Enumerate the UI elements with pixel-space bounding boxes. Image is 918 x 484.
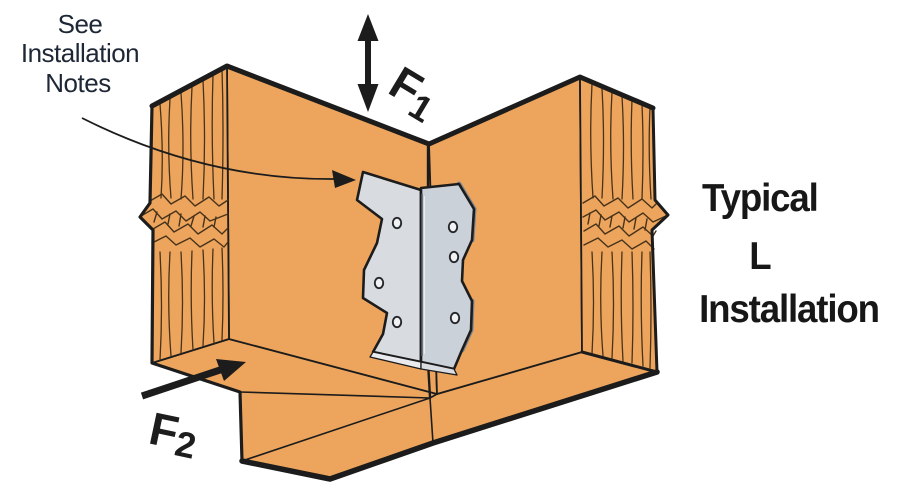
bottom-edge-outline — [239, 369, 660, 482]
installation-notes-label: See Installation Notes — [21, 9, 140, 98]
bracket-hole — [449, 311, 461, 325]
bracket-hole — [447, 220, 459, 234]
annotations: F1 F2 See Installation Notes Typical L I… — [21, 9, 880, 467]
diagram-title: Typical L Installation — [699, 177, 880, 331]
left-edge-outline — [138, 104, 244, 463]
right-edge-outline — [580, 106, 670, 374]
f2-label: F2 — [144, 402, 203, 467]
svg-text:Installation: Installation — [699, 288, 879, 331]
bracket-hole — [391, 216, 403, 230]
f2-arrow-icon — [140, 359, 246, 400]
bottom-facet-lines — [239, 391, 438, 462]
leader-line — [81, 117, 335, 180]
left-beam-grain — [159, 68, 224, 361]
leader-arrow-icon — [332, 170, 356, 188]
right-beam-grain — [590, 83, 652, 369]
svg-text:L: L — [749, 235, 770, 278]
svg-text:Installation: Installation — [21, 38, 139, 68]
f1-label: F1 — [378, 56, 449, 131]
bracket-hole — [373, 276, 385, 290]
bracket-bottom-bevel-right — [420, 361, 458, 376]
bracket-hole — [391, 315, 403, 329]
left-beam-break-band — [140, 193, 229, 248]
top-edge-outline — [149, 63, 656, 147]
svg-text:Typical: Typical — [702, 177, 818, 220]
f1-double-arrow-icon — [357, 14, 379, 112]
svg-text:See: See — [58, 9, 103, 39]
l-bracket — [355, 170, 477, 376]
bracket-hole — [448, 250, 460, 264]
svg-text:Notes: Notes — [45, 68, 111, 98]
